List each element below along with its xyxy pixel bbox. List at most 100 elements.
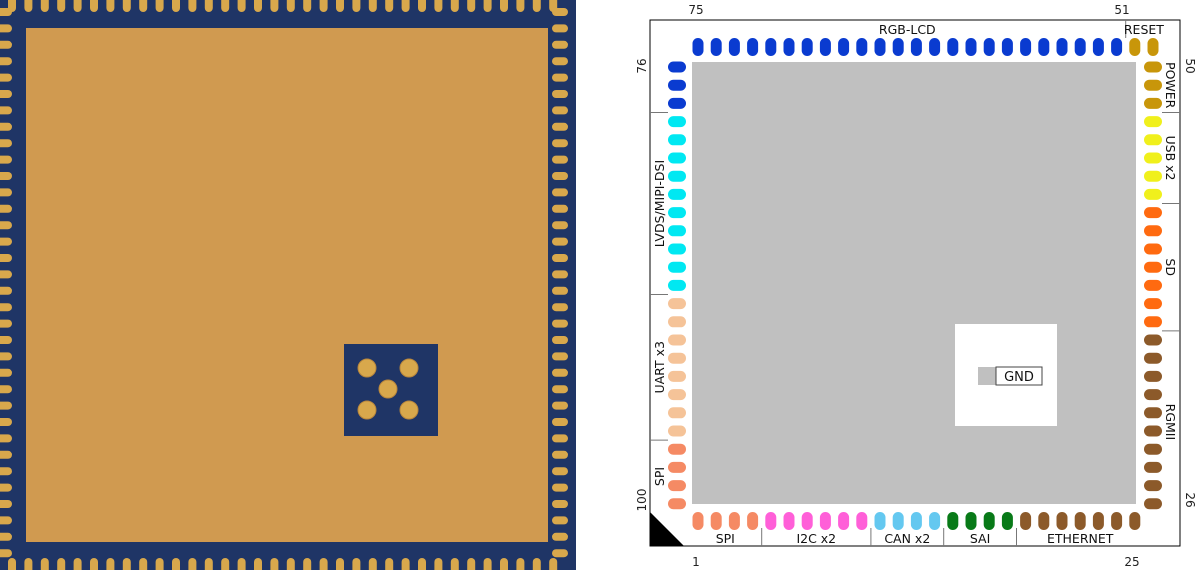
- castellated-pad: [552, 319, 568, 328]
- castellated-pad: [8, 558, 16, 574]
- castellated-pad: [106, 558, 115, 574]
- pin-top-blue: [838, 38, 850, 56]
- pin-bottom-salmon: [710, 512, 722, 530]
- pin-number-76: 76: [635, 58, 649, 73]
- castellated-pad: [57, 0, 66, 12]
- pin-left-cyan: [668, 243, 686, 255]
- castellated-pad: [552, 401, 568, 410]
- group-label-bottom-ethernet: ETHERNET: [1047, 531, 1114, 546]
- pin-number-50: 50: [1183, 58, 1197, 73]
- pin-left-cyan: [668, 279, 686, 291]
- castellated-pad: [552, 204, 568, 213]
- castellated-pad: [401, 0, 410, 12]
- castellated-pad: [0, 467, 12, 476]
- castellated-pad: [352, 0, 361, 12]
- castellated-pad: [0, 237, 12, 246]
- castellated-pad: [254, 0, 262, 12]
- castellated-pad: [368, 558, 377, 574]
- pin-left-blue: [668, 61, 686, 73]
- castellated-pad: [552, 418, 568, 426]
- castellated-pad: [552, 336, 568, 344]
- pin-top-blue: [728, 38, 740, 56]
- pin-number-51: 51: [1114, 3, 1129, 17]
- pin-top-blue: [892, 38, 904, 56]
- pin-number-100: 100: [635, 489, 649, 512]
- castellated-pad: [270, 0, 279, 12]
- castellated-pad: [122, 0, 131, 12]
- pin-right-brown: [1144, 480, 1162, 492]
- pin-bottom-magenta: [765, 512, 777, 530]
- pin-left-cyan: [668, 225, 686, 237]
- castellated-pad: [0, 368, 12, 377]
- ground-pad: [978, 367, 996, 385]
- castellated-pad: [254, 558, 262, 574]
- castellated-pad: [552, 106, 568, 115]
- pin-left-peach: [668, 334, 686, 346]
- castellated-pad: [0, 90, 12, 98]
- castellated-pad: [0, 336, 12, 344]
- castellated-pad: [0, 188, 12, 197]
- castellated-pad: [552, 172, 568, 180]
- pin-right-orange: [1144, 298, 1162, 310]
- castellated-pad: [319, 0, 328, 12]
- castellated-pad: [0, 319, 12, 328]
- pin-right-yellow: [1144, 116, 1162, 128]
- castellated-pad: [0, 450, 12, 459]
- pin-right-brown: [1144, 443, 1162, 455]
- group-label-bottom-can-x2: CAN x2: [884, 531, 930, 546]
- castellated-pad: [0, 352, 12, 361]
- castellated-pad: [0, 40, 12, 49]
- pin-left-peach: [668, 352, 686, 364]
- pin-top-blue: [1111, 38, 1123, 56]
- castellated-pad: [0, 286, 12, 295]
- castellated-pad: [0, 270, 12, 279]
- castellated-pad: [336, 0, 344, 12]
- castellated-pad: [385, 558, 394, 574]
- pin-bottom-brown: [1020, 512, 1032, 530]
- castellated-pad: [385, 0, 394, 12]
- castellated-pad: [450, 0, 459, 12]
- module-photo: [0, 0, 576, 574]
- castellated-pad: [0, 8, 12, 16]
- castellated-pad: [552, 532, 568, 541]
- castellated-pad: [552, 155, 568, 164]
- castellated-pad: [0, 57, 12, 66]
- group-label-bottom-i2c-x2: I2C x2: [796, 531, 836, 546]
- castellated-pad: [552, 549, 568, 558]
- pin-bottom-salmon: [747, 512, 759, 530]
- pin-right-yellow: [1144, 152, 1162, 164]
- castellated-pad: [221, 558, 230, 574]
- pin-bottom-magenta: [783, 512, 795, 530]
- castellated-pad: [552, 188, 568, 197]
- pin-top-blue: [1092, 38, 1104, 56]
- castellated-pad: [552, 90, 568, 98]
- group-label-right-power: POWER: [1163, 62, 1178, 109]
- pin-top-blue: [856, 38, 868, 56]
- group-label-top-reset: RESET: [1124, 22, 1164, 37]
- castellated-pad: [552, 303, 568, 312]
- castellated-pad: [90, 558, 98, 574]
- castellated-pad: [155, 558, 164, 574]
- pin-right-orange: [1144, 261, 1162, 273]
- castellated-pad: [0, 418, 12, 426]
- pin-bottom-green: [1001, 512, 1013, 530]
- pin-top-blue: [1056, 38, 1068, 56]
- castellated-pad: [319, 558, 328, 574]
- castellated-pad: [0, 204, 12, 213]
- pin-left-peach: [668, 370, 686, 382]
- pin-top-blue: [1020, 38, 1032, 56]
- pin-bottom-magenta: [801, 512, 813, 530]
- pin-left-cyan: [668, 261, 686, 273]
- pin-bottom-green: [947, 512, 959, 530]
- pin-top-blue: [819, 38, 831, 56]
- pin-right-yellow: [1144, 170, 1162, 182]
- pin-right-orange: [1144, 207, 1162, 219]
- castellated-pad: [552, 270, 568, 279]
- pin-right-brown: [1144, 334, 1162, 346]
- pin-bottom-magenta: [819, 512, 831, 530]
- group-label-right-usb-x2: USB x2: [1163, 136, 1178, 181]
- pin-number-1: 1: [692, 555, 700, 569]
- castellated-pad: [172, 558, 180, 574]
- castellated-pad: [0, 385, 12, 394]
- pin-bottom-brown: [1092, 512, 1104, 530]
